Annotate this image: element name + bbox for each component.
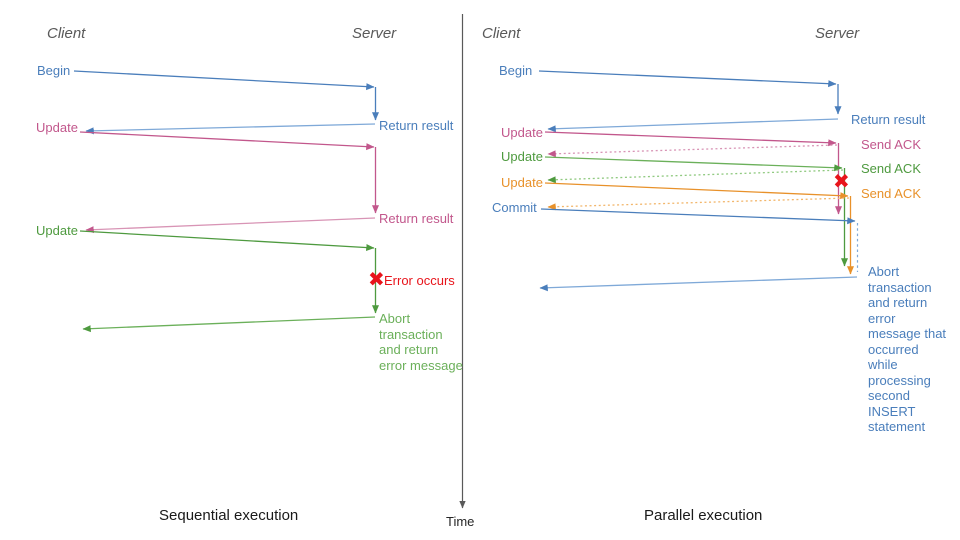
arrow-begin [538,70,837,88]
message-label-return-result-parallel: Return result [851,112,926,127]
arrow-ack-2 [547,169,844,184]
message-label-commit: Commit [492,200,537,215]
lane-title-client-parallel: Client [482,25,521,42]
arrow-update-3 [544,182,849,200]
arrow-update-1 [544,131,837,147]
arrow-update-2 [544,156,843,172]
message-label-send-ack-1: Send ACK [861,137,921,152]
caption-sequential-execution: Sequential execution [159,507,299,524]
arrow-ack-3 [547,197,850,211]
message-label-abort-sequential: Abort transaction and return error messa… [379,311,463,373]
message-label-begin-parallel: Begin [499,63,533,78]
lane-title-client-sequential: Client [47,25,86,42]
arrow-return-result [547,118,839,133]
arrow-abort-return [82,316,376,333]
message-label-send-ack-2: Send ACK [861,161,921,176]
message-label-abort-parallel: Abort transaction and return error messa… [868,264,947,434]
panel-parallel-arrows [538,70,859,292]
arrow-abort-return [539,276,858,292]
message-label-update-1-parallel: Update [501,125,543,140]
arrow-update-1 [79,131,375,151]
arrow-return-result-1 [85,123,376,135]
message-label-begin-sequential: Begin [37,63,71,78]
message-label-return-result-2: Return result [379,211,454,226]
arrow-commit [540,208,856,225]
message-label-update-2: Update [36,223,78,238]
message-label-send-ack-3: Send ACK [861,186,921,201]
arrow-return-result-2 [85,217,376,234]
caption-parallel-execution: Parallel execution [644,507,763,524]
arrow-begin [73,70,375,91]
arrow-update-2 [79,230,375,252]
message-label-update-2-parallel: Update [501,149,543,164]
error-x-icon-sequential: ✖ [368,269,385,291]
lane-title-server-sequential: Server [352,25,397,42]
message-label-error-occurs-sequential: Error occurs [384,273,455,288]
panel-sequential-arrows [73,70,380,333]
message-label-update-3-parallel: Update [501,175,543,190]
time-axis-label: Time [446,514,475,529]
message-label-update-1: Update [36,120,78,135]
message-label-return-result-1: Return result [379,118,454,133]
error-x-icon-parallel: ✖ [833,171,850,193]
arrow-ack-1 [547,144,838,158]
lane-title-server-parallel: Server [815,25,860,42]
